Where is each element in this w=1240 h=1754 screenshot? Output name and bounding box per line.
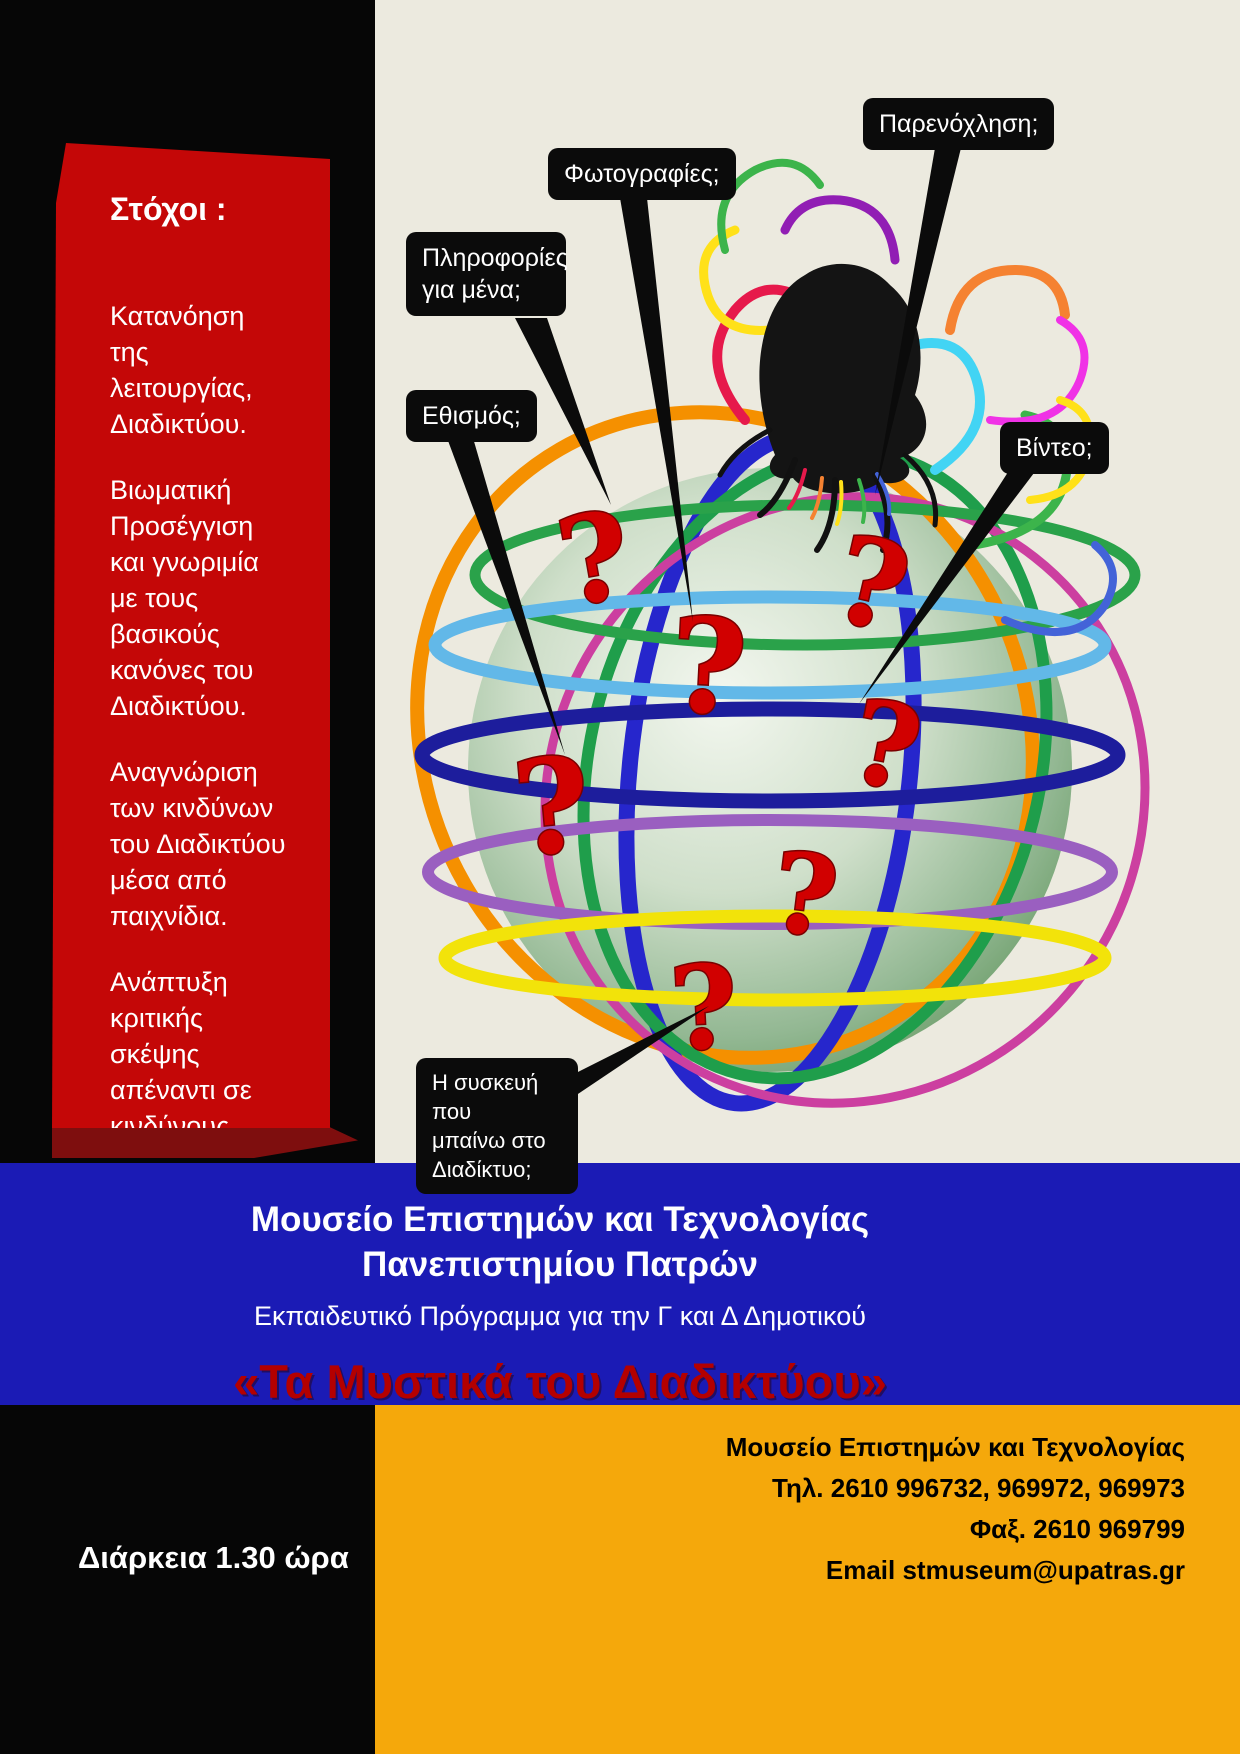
- callout-video: Βίντεο;: [1000, 422, 1109, 474]
- museum-name-line1: Μουσείο Επιστημών και Τεχνολογίας: [250, 1200, 870, 1239]
- goals-heading: Στόχοι :: [110, 191, 227, 227]
- contact-phone: Τηλ. 2610 996732, 969972, 969973: [772, 1473, 1185, 1503]
- callout-personal-info: Πληροφορίες για μένα;: [406, 232, 568, 316]
- museum-band: Μουσείο Επιστημών και Τεχνολογίας Πανεπι…: [0, 1163, 1240, 1408]
- goal-item: Αναγνώριση των κινδύνων του Διαδικτύου μ…: [110, 757, 286, 931]
- ribbon-fold: [52, 1126, 358, 1158]
- poster-title: «Τα Μυστικά του Διαδικτύου»: [233, 1355, 887, 1408]
- question-mark-icon: ?: [667, 939, 741, 1077]
- contact-block: Μουσείο Επιστημών και Τεχνολογίας Τηλ. 2…: [375, 1405, 1240, 1754]
- contact-email: Email stmuseum@upatras.gr: [825, 1555, 1185, 1585]
- question-mark-icon: ?: [666, 588, 750, 745]
- contact-museum: Μουσείο Επιστημών και Τεχνολογίας: [725, 1432, 1185, 1462]
- callout-device: Η συσκευή που μπαίνω στο Διαδίκτυο;: [416, 1058, 578, 1194]
- goal-item: Ανάπτυξη κριτικής σκέψης απέναντι σε κιν…: [110, 967, 252, 1141]
- contact-fax: Φαξ. 2610 969799: [969, 1514, 1185, 1544]
- monster-icon: [717, 263, 939, 553]
- question-mark-icon: ?: [507, 727, 596, 886]
- callout-tails: [447, 148, 1037, 1102]
- program-line: Εκπαιδευτικό Πρόγραμμα για την Γ και Δ Δ…: [254, 1301, 866, 1331]
- globe-graphic: ? ? ? ? ? ? ?: [410, 148, 1150, 1112]
- goal-item: Βιωματική Προσέγγιση και γνωριμία με του…: [110, 475, 259, 721]
- museum-name-line2: Πανεπιστημίου Πατρών: [361, 1245, 759, 1284]
- globe-parallels: [414, 499, 1141, 1007]
- goals-panel: Στόχοι : Κατανόηση της λειτουργίας, Διαδ…: [52, 143, 330, 1128]
- callout-harassment: Παρενόχληση;: [863, 98, 1055, 150]
- callout-addiction: Εθισμός;: [406, 390, 537, 442]
- callout-photos: Φωτογραφίες;: [548, 148, 736, 200]
- illustration-area: ? ? ? ? ? ? ?: [375, 0, 1240, 1163]
- goal-item: Κατανόηση της λειτουργίας, Διαδικτύου.: [110, 301, 253, 439]
- duration-text: Διάρκεια 1.30 ώρα: [78, 1540, 349, 1575]
